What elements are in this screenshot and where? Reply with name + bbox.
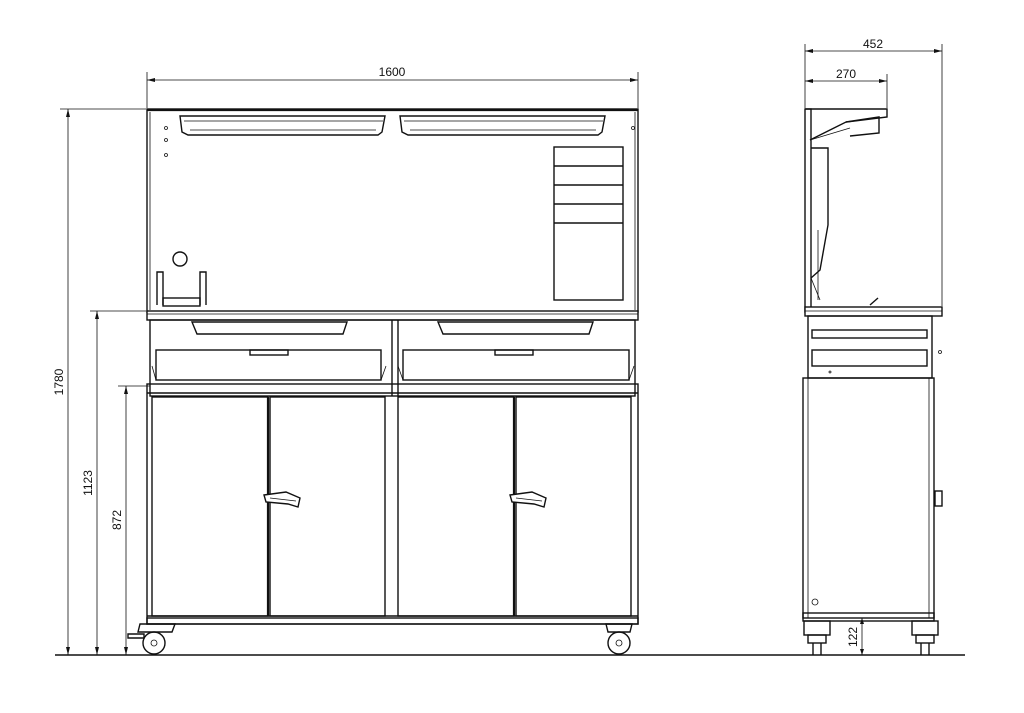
dim-label-worktop-height: 1123 bbox=[81, 470, 95, 496]
shelving-unit bbox=[553, 146, 624, 301]
side-view bbox=[802, 108, 943, 655]
door-2 bbox=[269, 396, 386, 617]
tray-handle-right bbox=[436, 321, 594, 335]
dim-label-width: 1600 bbox=[379, 65, 406, 79]
light-bar-right bbox=[399, 115, 606, 136]
dim-label-height: 1780 bbox=[52, 368, 66, 395]
door-handle-right bbox=[509, 491, 547, 508]
canopy bbox=[805, 108, 888, 141]
drawer-left bbox=[151, 349, 387, 381]
side-worktop bbox=[804, 306, 943, 317]
drawer-right bbox=[397, 349, 635, 381]
caster-left bbox=[127, 623, 177, 655]
worktop bbox=[146, 310, 639, 321]
tray-handle-left bbox=[190, 321, 348, 335]
dim-label-cabinet-height: 872 bbox=[110, 510, 124, 530]
dim-label-shelf-depth: 270 bbox=[836, 67, 856, 81]
front-view bbox=[127, 108, 639, 655]
light-bar-left bbox=[179, 115, 386, 136]
holder-bracket bbox=[156, 271, 207, 307]
door-3 bbox=[397, 396, 515, 617]
door-1 bbox=[151, 396, 269, 617]
side-cabinet bbox=[802, 377, 935, 619]
dimension-lines bbox=[60, 44, 943, 655]
side-caster-left bbox=[803, 620, 831, 655]
caster-right bbox=[605, 623, 633, 655]
door-4 bbox=[515, 396, 632, 617]
socket-icon bbox=[172, 251, 188, 267]
dim-label-clearance: 122 bbox=[846, 627, 860, 647]
side-caster-right bbox=[911, 620, 939, 655]
back-panel bbox=[146, 108, 639, 313]
dim-label-depth: 452 bbox=[863, 37, 883, 51]
cabinet-body bbox=[146, 383, 639, 625]
door-handle-left bbox=[263, 491, 301, 508]
